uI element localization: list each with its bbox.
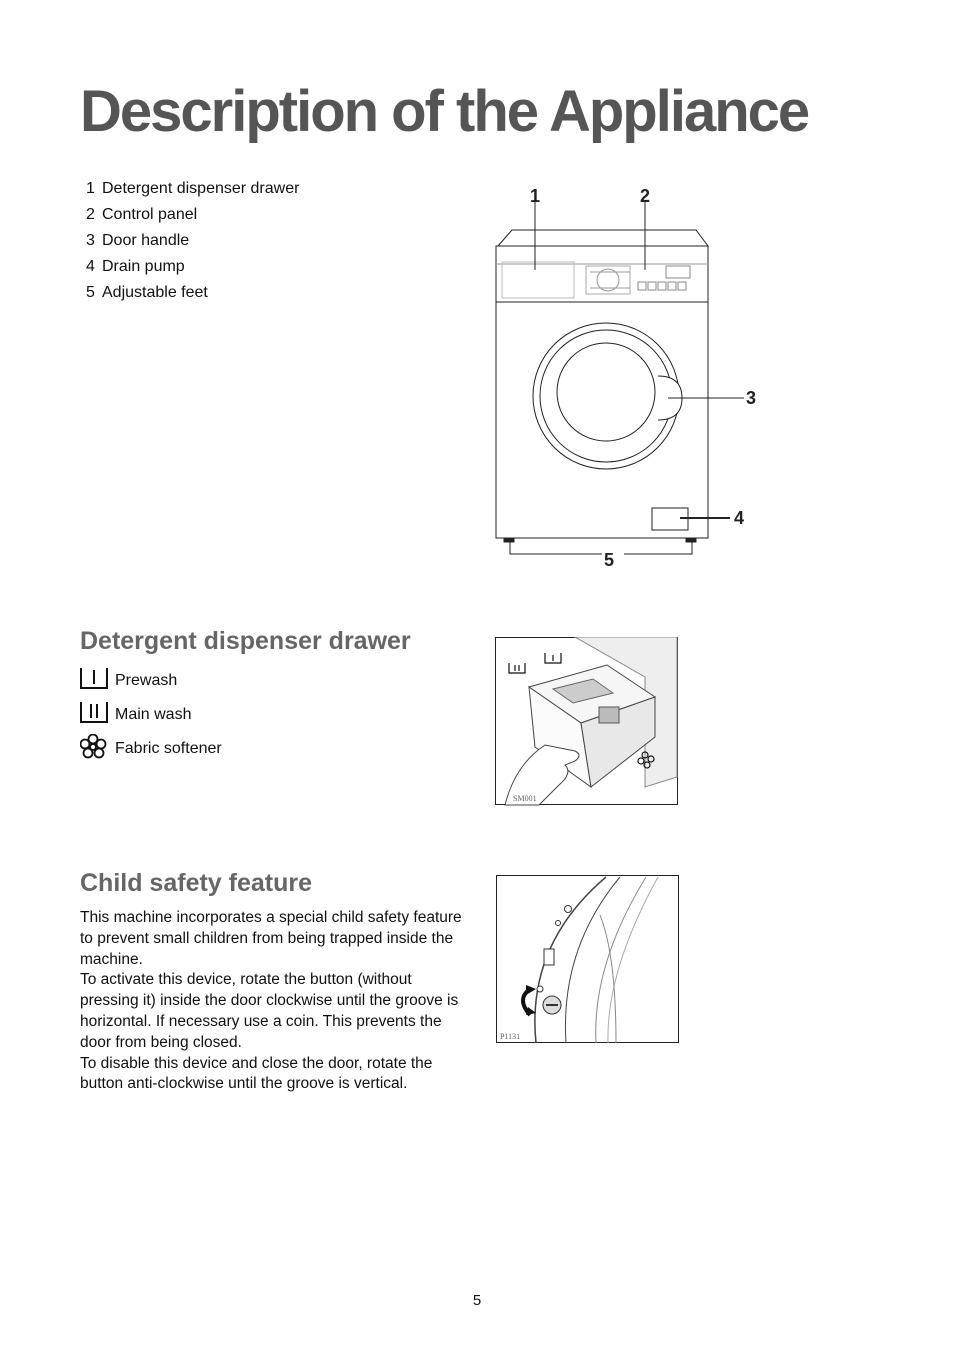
appliance-diagram: 1 2 3 4 5 (495, 186, 756, 570)
callout-1: 1 (530, 186, 540, 206)
page-title: Description of the Appliance (80, 79, 810, 144)
page-number: 5 (472, 1292, 482, 1309)
figure-code: SM001 (513, 794, 537, 803)
paragraph: This machine incorporates a special chil… (80, 909, 462, 968)
callout-4: 4 (734, 508, 744, 528)
child-safety-illustration: P1131 (496, 875, 679, 1044)
detergent-heading: Detergent dispenser drawer (80, 627, 411, 655)
fabric-softener-icon (80, 734, 107, 759)
callout-3: 3 (746, 388, 756, 408)
prewash-icon (80, 668, 108, 689)
child-safety-text: This machine incorporates a special chil… (80, 908, 465, 1095)
main-wash-icon (80, 702, 108, 723)
paragraph: To activate this device, rotate the butt… (80, 971, 459, 1051)
callout-5: 5 (604, 550, 614, 570)
paragraph: To disable this device and close the doo… (80, 1054, 433, 1093)
callout-2: 2 (640, 186, 650, 206)
figure-code: P1131 (500, 1032, 520, 1041)
dispenser-drawer-illustration: SM001 (495, 637, 678, 806)
child-safety-heading: Child safety feature (80, 869, 313, 897)
